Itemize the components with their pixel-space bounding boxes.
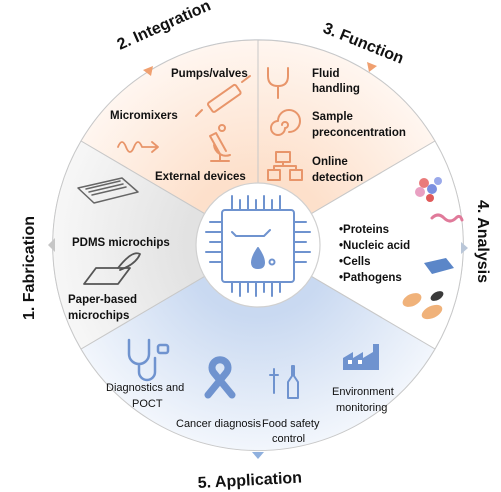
label-nucleic-acid: •Nucleic acid: [339, 240, 410, 252]
label-online-detection-1: Online: [312, 156, 348, 168]
sector-function: [257, 39, 436, 246]
label-paper-based-2: microchips: [68, 310, 129, 322]
arrow-application-icon: [252, 452, 264, 459]
label-cells: •Cells: [339, 256, 371, 268]
label-fluid-handling-2: handling: [312, 83, 360, 95]
label-food-safety-1: Food safety: [262, 418, 320, 430]
label-diagnostics-poct-2: POCT: [132, 398, 163, 410]
arrow-function-icon: [367, 62, 377, 72]
arrow-analysis-icon: [461, 242, 468, 254]
pdms-chip-icon: [77, 177, 139, 204]
center-hub: [195, 182, 321, 308]
spiral-concentration-icon: [270, 109, 301, 136]
section-application-title: 5. Application: [197, 470, 302, 492]
arrow-integration-icon: [143, 66, 153, 76]
label-environment-monitoring-2: monitoring: [336, 402, 387, 414]
food-safety-icon: [269, 365, 299, 399]
label-fluid-handling-1: Fluid: [312, 68, 339, 80]
section-analysis-title: 4. Analysis: [474, 200, 491, 283]
label-environment-monitoring-1: Environment: [332, 386, 394, 398]
paper-chip-icon: [83, 252, 141, 285]
cancer-ribbon-icon: [204, 356, 236, 399]
microscope-icon: [209, 124, 231, 162]
label-online-detection-2: detection: [312, 172, 363, 184]
label-pathogens: •Pathogens: [339, 272, 402, 284]
syringe-pump-icon: [195, 75, 251, 117]
label-sample-preconcentration-1: Sample: [312, 111, 353, 123]
label-pumps-valves: Pumps/valves: [171, 68, 248, 80]
online-detection-icon: [267, 151, 303, 181]
label-paper-based-1: Paper-based: [68, 294, 137, 306]
label-food-safety-2: control: [272, 433, 305, 445]
micromixer-channel-icon: [117, 141, 159, 153]
cell-membrane-icon: [424, 258, 454, 274]
label-diagnostics-poct-1: Diagnostics and: [106, 382, 184, 394]
label-pdms-microchips: PDMS microchips: [72, 237, 170, 249]
label-micromixers: Micromixers: [110, 110, 178, 122]
factory-icon: [343, 344, 379, 370]
label-proteins: •Proteins: [339, 224, 389, 236]
arrow-fabrication-icon: [48, 238, 55, 252]
label-sample-preconcentration-2: preconcentration: [312, 127, 406, 139]
section-integration-title: 2. Integration: [115, 0, 214, 54]
sector-integration: [80, 39, 259, 246]
protein-cluster-icon: [415, 177, 442, 202]
label-cancer-diagnosis: Cancer diagnosis: [176, 418, 261, 430]
stethoscope-icon: [127, 338, 170, 382]
microfluidic-chip-icon: [205, 195, 311, 297]
sector-application: [80, 244, 436, 452]
nucleic-acid-icon: [430, 213, 464, 223]
bacteria-pathogen-icon: [402, 291, 444, 320]
label-external-devices: External devices: [155, 171, 246, 183]
section-fabrication-title: 1. Fabrication: [21, 216, 38, 320]
fluid-handling-icon: [267, 67, 289, 99]
